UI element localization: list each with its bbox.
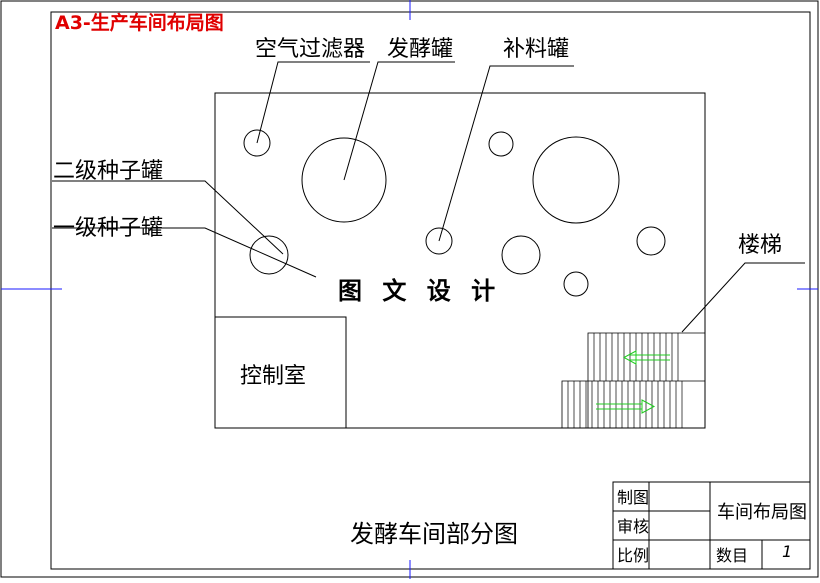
- tank-circle-right: [636, 226, 666, 256]
- drawing-title: 发酵车间部分图: [350, 520, 518, 548]
- stairs-down-arrow: [622, 350, 670, 365]
- stairs-up-arrow: [596, 399, 656, 414]
- fermenter-circle-right: [532, 136, 620, 224]
- secondary-seed-tank-label: 二级种子罐: [53, 159, 163, 184]
- feed-tank-circle: [425, 227, 453, 255]
- title-block: 制图 审核 比例 车间布局图 数目 1: [612, 481, 811, 570]
- stairs-label: 楼梯: [738, 233, 782, 258]
- quantity-label: 数目: [716, 546, 748, 565]
- primary-seed-tank-circle: [249, 235, 289, 275]
- air-filter-label: 空气过滤器: [255, 37, 365, 62]
- drawn-by-label: 制图: [617, 488, 649, 507]
- primary-seed-tank-label: 一级种子罐: [53, 216, 163, 241]
- quantity-value: 1: [782, 542, 792, 561]
- center-watermark-text: 图 文 设 计: [338, 277, 501, 305]
- inner-frame: [50, 11, 811, 570]
- workshop-outline: [214, 92, 706, 429]
- fermenter-label: 发酵罐: [387, 37, 453, 62]
- staircase: [561, 332, 705, 428]
- tank-circle-small: [563, 271, 589, 297]
- leader-lines: [52, 61, 805, 333]
- small-tank-circle: [488, 131, 514, 157]
- air-filter-circle: [243, 129, 271, 157]
- control-room-wall: [215, 316, 347, 428]
- reviewed-by-label: 审核: [617, 517, 649, 536]
- drawing-name: 车间布局图: [717, 502, 807, 523]
- secondary-seed-tank-circle: [501, 235, 541, 275]
- scale-label: 比例: [617, 546, 649, 565]
- header-title: A3-生产车间布局图: [55, 11, 224, 34]
- feed-tank-label: 补料罐: [503, 37, 569, 62]
- fermenter-circle-left: [301, 137, 387, 223]
- equipment: [243, 129, 666, 297]
- control-room-label: 控制室: [240, 364, 306, 389]
